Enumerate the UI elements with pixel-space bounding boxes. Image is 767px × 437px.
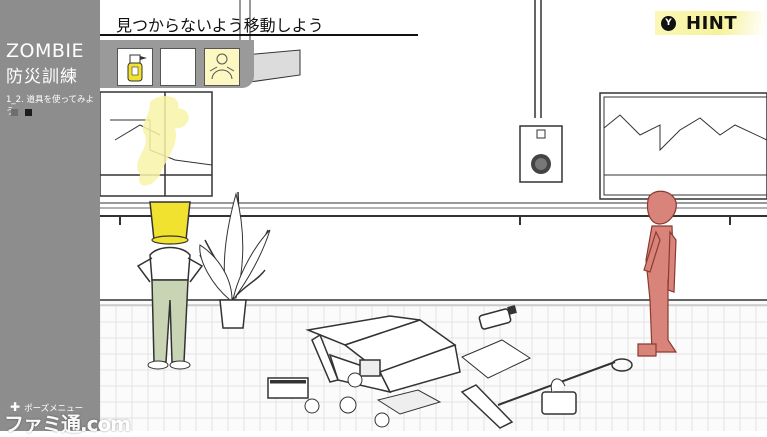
objective-banner: 見つからないよう移動しよう: [100, 10, 418, 36]
potted-plant: [199, 191, 271, 329]
book: [267, 377, 309, 399]
window-right: [599, 92, 767, 200]
y-button-icon: Y: [661, 15, 676, 31]
spray-bottle-icon: [127, 54, 147, 82]
crumpled-paper: [374, 412, 390, 428]
inventory-slot-3[interactable]: [204, 48, 240, 86]
pause-menu-label: ポーズメニュー: [24, 404, 84, 414]
zombie-character[interactable]: [637, 190, 678, 357]
game-logo-title: ZOMBIE: [6, 40, 85, 62]
crumpled-paper: [304, 398, 320, 414]
hint-button[interactable]: Y HINT: [655, 11, 765, 35]
left-sidebar: ZOMBIE 防災訓練 1_2. 道具を使ってみよう ✚ポーズメニュー: [0, 0, 100, 431]
paper-sheet-2: [376, 389, 442, 415]
overturned-desk: [305, 315, 461, 394]
site-watermark: ファミ通.com: [4, 412, 131, 436]
inventory-slot-2[interactable]: [160, 48, 196, 86]
crumpled-paper: [339, 396, 357, 414]
pause-menu-button[interactable]: ✚ポーズメニュー: [10, 400, 83, 414]
step-indicator: [11, 109, 32, 116]
player-character[interactable]: [136, 201, 204, 370]
plus-icon: ✚: [10, 400, 21, 414]
inventory-slot-1[interactable]: [117, 48, 153, 86]
hint-label: HINT: [686, 12, 738, 34]
map-card-icon: [209, 53, 235, 80]
step-dot: [11, 109, 18, 116]
step-dot-current: [25, 109, 32, 116]
wall-speaker: [519, 125, 563, 183]
paper-sheet: [461, 339, 532, 379]
inventory-panel: [100, 40, 254, 88]
tissue-box: [541, 378, 577, 415]
bottle: [478, 305, 517, 330]
objective-text: 見つからないよう移動しよう: [116, 16, 324, 35]
stage-label: 1_2. 道具を使ってみよう: [6, 95, 95, 117]
crumpled-paper: [347, 372, 363, 388]
game-logo-subtitle: 防災訓練: [6, 67, 78, 87]
smoke-cloud: [137, 96, 189, 186]
